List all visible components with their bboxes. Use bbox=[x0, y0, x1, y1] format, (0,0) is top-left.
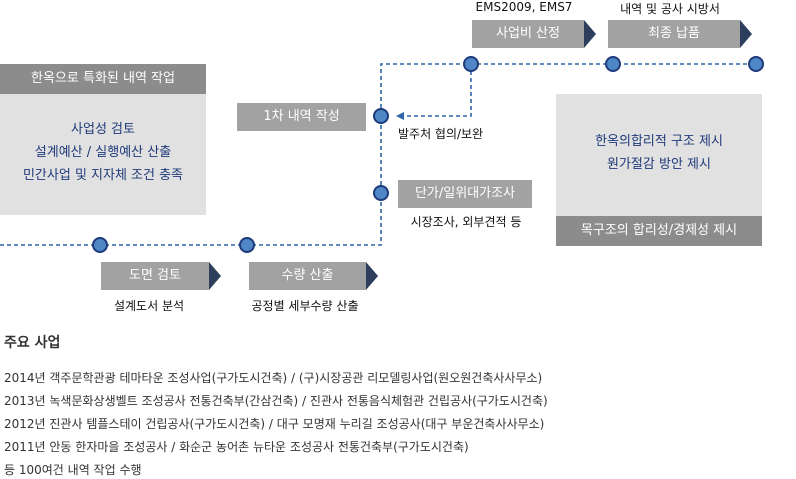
chevron-right-icon bbox=[366, 262, 378, 290]
right-box-line: 원가절감 방안 제시 bbox=[607, 157, 711, 172]
step-label: 사업비 산정 bbox=[496, 26, 560, 41]
left-box-content: 사업성 검토 설계예산 / 실행예산 산출 민간사업 및 지자체 조건 충족 bbox=[0, 94, 206, 187]
step-quantity: 수량 산출 bbox=[249, 262, 378, 290]
left-box-line: 민간사업 및 지자체 조건 충족 bbox=[22, 168, 184, 183]
chevron-right-icon bbox=[584, 20, 596, 48]
step-project-cost: 사업비 산정 bbox=[472, 20, 596, 48]
right-info-box: 한옥의합리적 구조 제시 원가절감 방안 제시 목구조의 합리성/경제성 제시 bbox=[556, 94, 762, 246]
caption-client-consult: 발주처 협의/보완 bbox=[398, 127, 484, 141]
step-label: 1차 내역 작성 bbox=[263, 109, 340, 124]
caption-drawing-review: 설계도서 분석 bbox=[113, 299, 185, 313]
flow-line-bottom bbox=[0, 63, 756, 246]
step-drawing-review: 도면 검토 bbox=[101, 262, 221, 290]
node-final-delivery-left bbox=[605, 56, 621, 72]
node-quantity bbox=[239, 237, 255, 253]
chevron-right-icon bbox=[209, 262, 221, 290]
step-final-delivery: 최종 납품 bbox=[608, 20, 752, 48]
caption-quantity: 공정별 세부수량 산출 bbox=[251, 299, 359, 313]
right-box-line: 한옥의합리적 구조 제시 bbox=[595, 134, 723, 149]
history-title: 주요 사업 bbox=[4, 335, 61, 351]
flow-line-feedback bbox=[400, 64, 472, 117]
history-line: 2013년 녹색문화상생벨트 조성공사 전통건축부(간삼건축) / 진관사 전통… bbox=[4, 394, 548, 408]
step-first-estimate: 1차 내역 작성 bbox=[237, 103, 366, 131]
left-box-line: 사업성 검토 bbox=[71, 122, 135, 137]
step-label: 수량 산출 bbox=[281, 268, 334, 283]
right-box-content: 한옥의합리적 구조 제시 원가절감 방안 제시 bbox=[556, 94, 762, 176]
left-box-line: 설계예산 / 실행예산 산출 bbox=[34, 145, 172, 160]
node-drawing-review bbox=[92, 237, 108, 253]
step-unit-price: 단가/일위대가조사 bbox=[398, 180, 532, 208]
feedback-arrowhead bbox=[396, 112, 404, 120]
project-cost-note: EMS2009, EMS7 bbox=[475, 0, 573, 14]
left-info-box: 한옥으로 특화된 내역 작업 사업성 검토 설계예산 / 실행예산 산출 민간사… bbox=[0, 64, 206, 215]
node-unit-price bbox=[373, 185, 389, 201]
step-label: 도면 검토 bbox=[129, 268, 181, 283]
final-delivery-note: 내역 및 공사 시방서 bbox=[620, 2, 720, 16]
chevron-right-icon bbox=[740, 20, 752, 48]
node-project-cost bbox=[463, 56, 479, 72]
history-line: 2014년 객주문학관광 테마타운 조성사업(구가도시건축) / (구)시장공관… bbox=[4, 371, 543, 385]
caption-unit-price: 시장조사, 외부견적 등 bbox=[410, 215, 522, 229]
history-line: 등 100여건 내역 작업 수행 bbox=[4, 463, 142, 477]
node-final-delivery-right bbox=[748, 56, 764, 72]
step-label: 단가/일위대가조사 bbox=[414, 186, 516, 201]
left-box-header: 한옥으로 특화된 내역 작업 bbox=[0, 64, 206, 94]
history-line: 2011년 안동 한자마을 조성공사 / 화순군 농어촌 뉴타운 조성공사 전통… bbox=[4, 440, 469, 454]
node-first-estimate bbox=[373, 108, 389, 124]
step-label: 최종 납품 bbox=[648, 26, 700, 41]
right-box-footer: 목구조의 합리성/경제성 제시 bbox=[556, 216, 762, 246]
history-line: 2012년 진관사 템플스테이 건립공사(구가도시건축) / 대구 모명재 누리… bbox=[4, 417, 545, 431]
